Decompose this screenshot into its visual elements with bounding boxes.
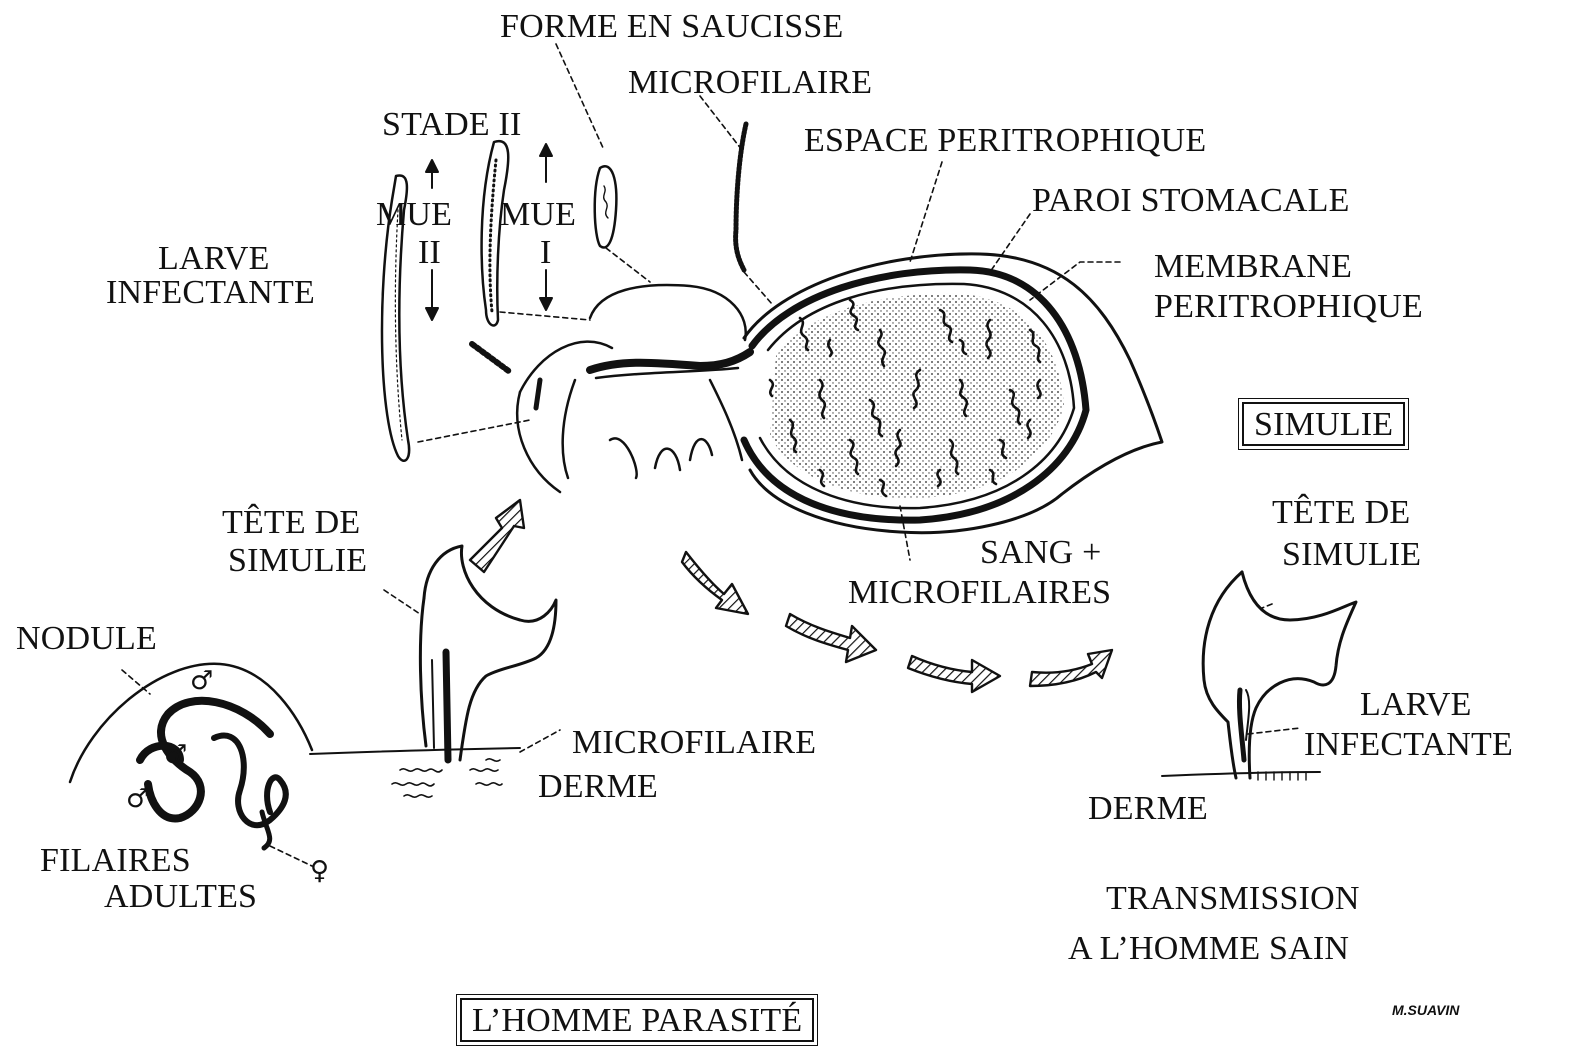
label-mue-i-number: I [540,234,552,272]
label-larve-left-line1: LARVE [158,240,270,278]
label-nodule: NODULE [16,620,157,658]
label-microfilaire-bottom: MICROFILAIRE [572,724,816,762]
simulie-fly-body [472,285,750,492]
female-symbol: ♀ [310,856,329,886]
label-simulie-box: SIMULIE [1242,402,1405,446]
male-symbol-2: ♂ [164,740,187,770]
skin-line-right [1162,772,1320,776]
label-mue-ii-word: MUE [376,196,452,234]
male-symbol-1: ♂ [190,666,213,696]
label-tete-left-line1: TÊTE DE [222,504,360,542]
label-derme-left: DERME [538,768,658,806]
label-larve-right-line2: INFECTANTE [1304,726,1513,764]
label-tete-left-line2: SIMULIE [228,542,367,580]
label-tete-right-line1: TÊTE DE [1272,494,1410,532]
label-transmission-line1: TRANSMISSION [1106,880,1360,918]
derme-scribbles-left [392,759,502,797]
label-sang-line2: MICROFILAIRES [848,574,1111,612]
larva-sausage-form [595,166,617,247]
label-sang-line1: SANG + [980,534,1101,572]
label-filaires-line1: FILAIRES [40,842,191,880]
label-larve-left-line2: INFECTANTE [106,274,315,312]
signature-m-suavin: M.SUAVIN [1392,1002,1459,1018]
stomach [744,254,1162,533]
left-simulie-head [420,546,556,760]
label-transmission-line2: A L’HOMME SAIN [1068,930,1349,968]
label-tete-right-line2: SIMULIE [1282,536,1421,574]
label-filaires-line2: ADULTES [104,878,257,916]
label-derme-right: DERME [1088,790,1208,828]
label-paroi-stomacale: PAROI STOMACALE [1032,182,1350,220]
label-larve-right-line1: LARVE [1360,686,1472,724]
label-homme-parasite-box: L’HOMME PARASITÉ [460,998,814,1042]
label-microfilaire-top: MICROFILAIRE [628,64,872,102]
male-symbol-3: ♂ [126,784,149,814]
label-stade-ii: STADE II [382,106,522,144]
adult-filariae [140,701,286,848]
label-membrane-line1: MEMBRANE [1154,248,1352,286]
skin-line-left [310,748,520,754]
label-espace-peritrophique: ESPACE PERITROPHIQUE [804,122,1206,160]
label-mue-ii-number: II [418,234,441,272]
label-mue-i-word: MUE [500,196,576,234]
label-forme-en-saucisse: FORME EN SAUCISSE [500,8,843,46]
microfilaria-top [736,124,746,270]
label-membrane-line2: PERITROPHIQUE [1154,288,1423,326]
